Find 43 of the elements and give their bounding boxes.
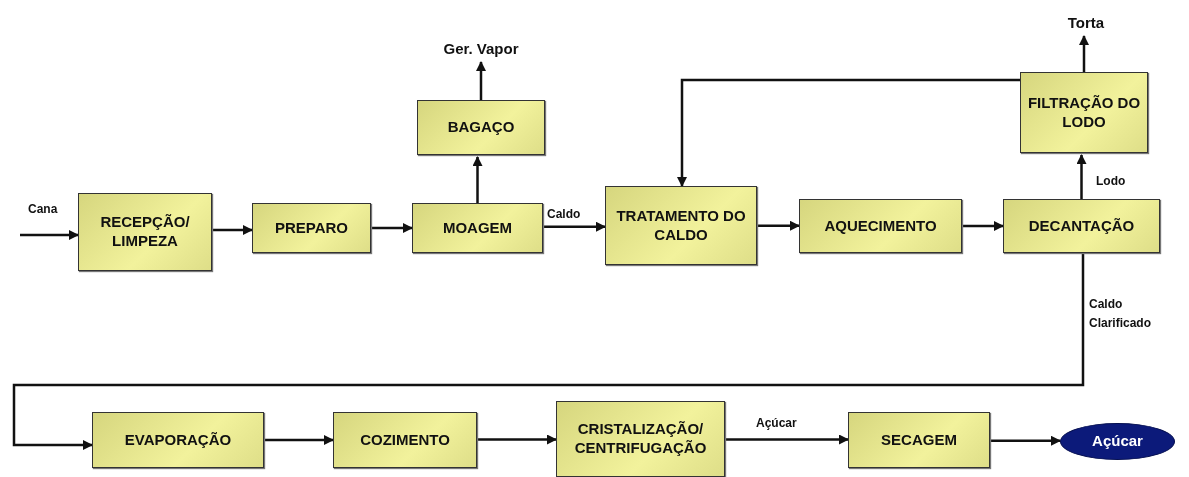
arrow bbox=[371, 223, 413, 233]
step-label: TRATAMENTO DO CALDO bbox=[615, 206, 747, 245]
arrow bbox=[543, 221, 606, 232]
step-label: AQUECIMENTO bbox=[824, 216, 937, 236]
arrow bbox=[1079, 35, 1089, 72]
output-label: Torta bbox=[1067, 13, 1105, 33]
step-label: CRISTALIZAÇÃO/ CENTRIFUGAÇÃO bbox=[573, 420, 708, 458]
step-label: FILTRAÇÃO DO LODO bbox=[1026, 93, 1142, 132]
arrow bbox=[477, 434, 557, 445]
arrow bbox=[212, 225, 253, 235]
arrow bbox=[12, 253, 1085, 450]
process-box bbox=[848, 412, 990, 468]
process-box bbox=[78, 193, 212, 271]
output-label: Ger. Vapor bbox=[443, 39, 519, 59]
step-label: BAGAÇO bbox=[447, 118, 515, 137]
step-label: RECEPÇÃO/ LIMPEZA bbox=[99, 213, 191, 251]
process-box bbox=[1003, 199, 1160, 253]
process-box bbox=[92, 412, 264, 468]
process-box bbox=[605, 186, 757, 265]
process-box bbox=[412, 203, 543, 253]
step-label: COZIMENTO bbox=[360, 430, 450, 450]
step-label: Açúcar bbox=[1092, 432, 1143, 451]
process-box bbox=[252, 203, 371, 253]
process-box bbox=[417, 100, 545, 155]
arrow bbox=[20, 230, 79, 240]
step-label: PREPARO bbox=[274, 218, 349, 238]
step-label: SECAGEM bbox=[881, 430, 957, 450]
arrow bbox=[757, 220, 800, 231]
process-box bbox=[556, 401, 725, 477]
arrow bbox=[472, 156, 483, 203]
step-label: EVAPORAÇÃO bbox=[124, 430, 232, 450]
arrow bbox=[677, 78, 1020, 187]
arrow bbox=[264, 435, 334, 445]
arrow bbox=[1076, 154, 1087, 199]
process-box bbox=[799, 199, 962, 253]
step-label: MOAGEM bbox=[442, 218, 513, 238]
process-box bbox=[1020, 72, 1148, 153]
process-box bbox=[333, 412, 477, 468]
step-label: DECANTAÇÃO bbox=[1028, 216, 1135, 236]
arrow bbox=[990, 435, 1061, 446]
arrow bbox=[725, 434, 849, 445]
arrow bbox=[476, 61, 486, 100]
arrow bbox=[962, 221, 1004, 231]
